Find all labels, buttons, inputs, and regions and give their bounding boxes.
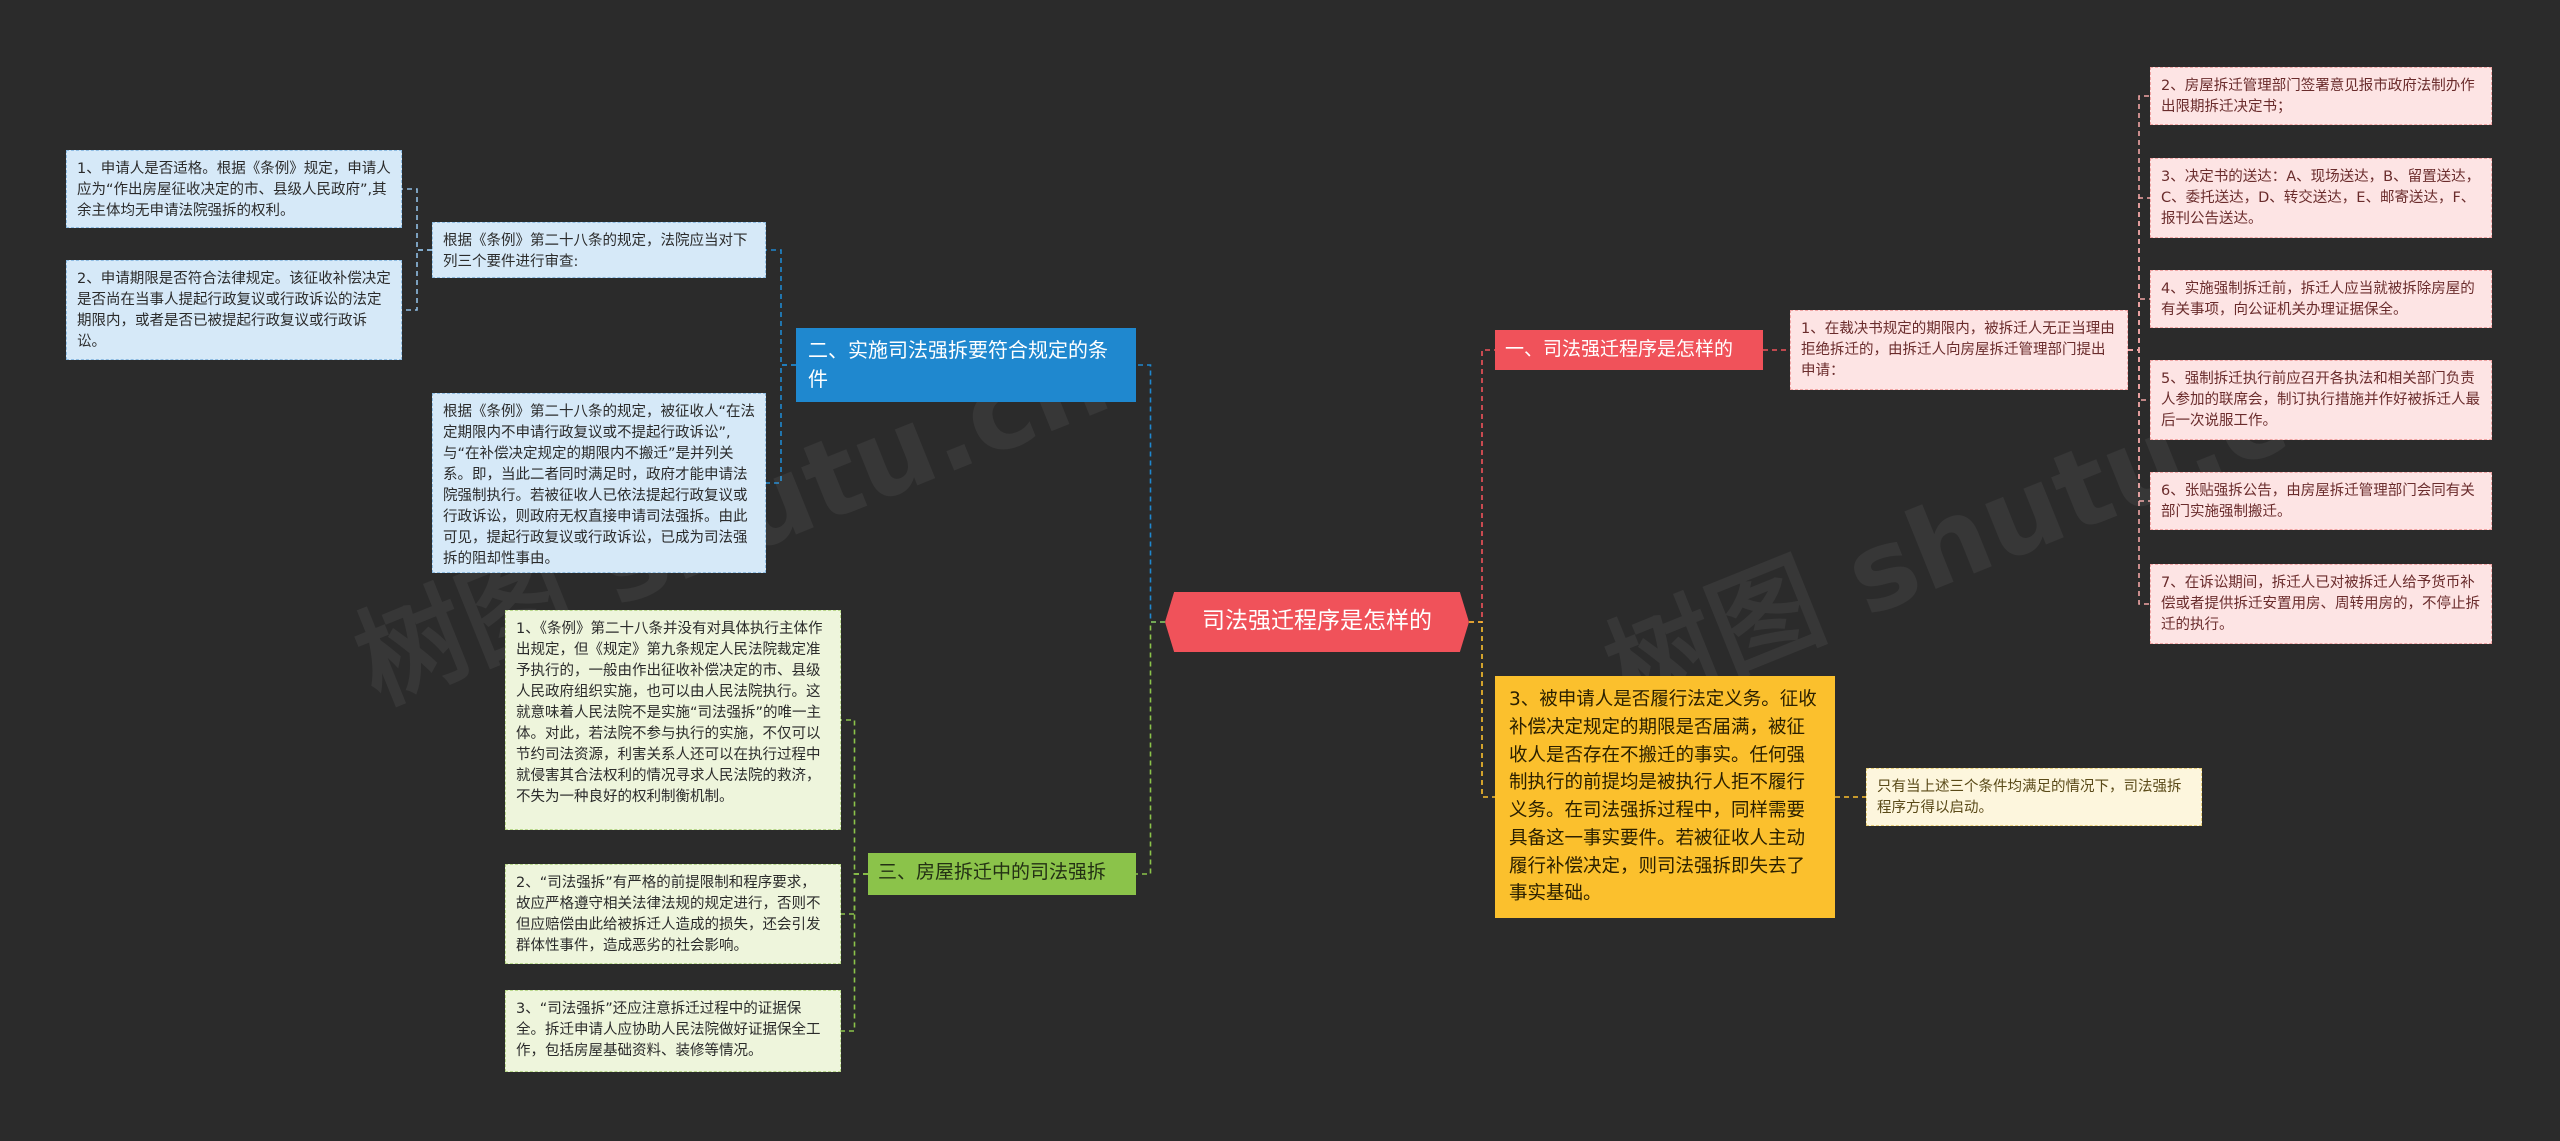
branch-1-topic[interactable]: 一、司法强迁程序是怎样的 xyxy=(1495,330,1763,370)
connector-b1-leaf xyxy=(2128,349,2150,605)
root-topic[interactable]: 司法强迁程序是怎样的 xyxy=(1165,592,1469,652)
branch-3-topic[interactable]: 三、房屋拆迁中的司法强拆 xyxy=(868,853,1136,895)
branch-1-leaf-3[interactable]: 3、决定书的送达：A、现场送达，B、留置送达，C、委托送达，D、转交送达，E、邮… xyxy=(2150,158,2492,238)
connector-root-b2 xyxy=(1136,364,1165,623)
branch-2-leaf-1[interactable]: 1、申请人是否适格。根据《条例》规定，申请人应为“作出房屋征收决定的市、县级人民… xyxy=(66,150,402,228)
branch-4-leaf[interactable]: 只有当上述三个条件均满足的情况下，司法强拆程序方得以启动。 xyxy=(1866,768,2202,826)
connector-root-b1 xyxy=(1469,349,1495,623)
connector-b2-mid xyxy=(766,249,796,366)
branch-3-leaf-2[interactable]: 2、“司法强拆”有严格的前提限制和程序要求，故应严格遵守相关法律法规的规定进行，… xyxy=(505,864,841,964)
connector-b2-leaf xyxy=(402,188,432,251)
connector-b2-mid xyxy=(766,364,796,484)
branch-4-topic[interactable]: 3、被申请人是否履行法定义务。征收补偿决定规定的期限是否届满，被征收人是否存在不… xyxy=(1495,676,1835,918)
connector-root-b3 xyxy=(1136,621,1165,875)
connector-b3-leaf xyxy=(841,719,868,875)
connector-root-b4 xyxy=(1469,621,1495,798)
connector-b3-leaf xyxy=(841,873,868,1032)
branch-2-topic[interactable]: 二、实施司法强拆要符合规定的条件 xyxy=(796,328,1136,402)
branch-1-leaf-4[interactable]: 4、实施强制拆迁前，拆迁人应当就被拆除房屋的有关事项，向公证机关办理证据保全。 xyxy=(2150,270,2492,328)
connector-b2-leaf xyxy=(402,249,432,311)
branch-3-leaf-3[interactable]: 3、“司法强拆”还应注意拆迁过程中的证据保全。拆迁申请人应协助人民法院做好证据保… xyxy=(505,990,841,1072)
branch-2-mid-1[interactable]: 根据《条例》第二十八条的规定，法院应当对下列三个要件进行审查: xyxy=(432,222,766,278)
branch-1-leaf-5[interactable]: 5、强制拆迁执行前应召开各执法和相关部门负责人参加的联席会，制订执行措施并作好被… xyxy=(2150,360,2492,440)
branch-1-subtopic[interactable]: 1、在裁决书规定的期限内，被拆迁人无正当理由拒绝拆迁的，由拆迁人向房屋拆迁管理部… xyxy=(1790,310,2128,390)
branch-1-leaf-2[interactable]: 2、房屋拆迁管理部门签署意见报市政府法制办作出限期拆迁决定书； xyxy=(2150,67,2492,125)
branch-1-leaf-6[interactable]: 6、张贴强拆公告，由房屋拆迁管理部门会同有关部门实施强制搬迁。 xyxy=(2150,472,2492,530)
connector-b1-leaf xyxy=(2128,197,2150,351)
branch-2-leaf-2[interactable]: 2、申请期限是否符合法律规定。该征收补偿决定是否尚在当事人提起行政复议或行政诉讼… xyxy=(66,260,402,360)
branch-1-leaf-7[interactable]: 7、在诉讼期间，拆迁人已对被拆迁人给予货币补偿或者提供拆迁安置用房、周转用房的，… xyxy=(2150,564,2492,644)
connector-b1-leaf xyxy=(2128,298,2150,351)
branch-2-mid-2[interactable]: 根据《条例》第二十八条的规定，被征收人“在法定期限内不申请行政复议或不提起行政诉… xyxy=(432,393,766,573)
branch-3-leaf-1[interactable]: 1、《条例》第二十八条并没有对具体执行主体作出规定，但《规定》第九条规定人民法院… xyxy=(505,610,841,830)
